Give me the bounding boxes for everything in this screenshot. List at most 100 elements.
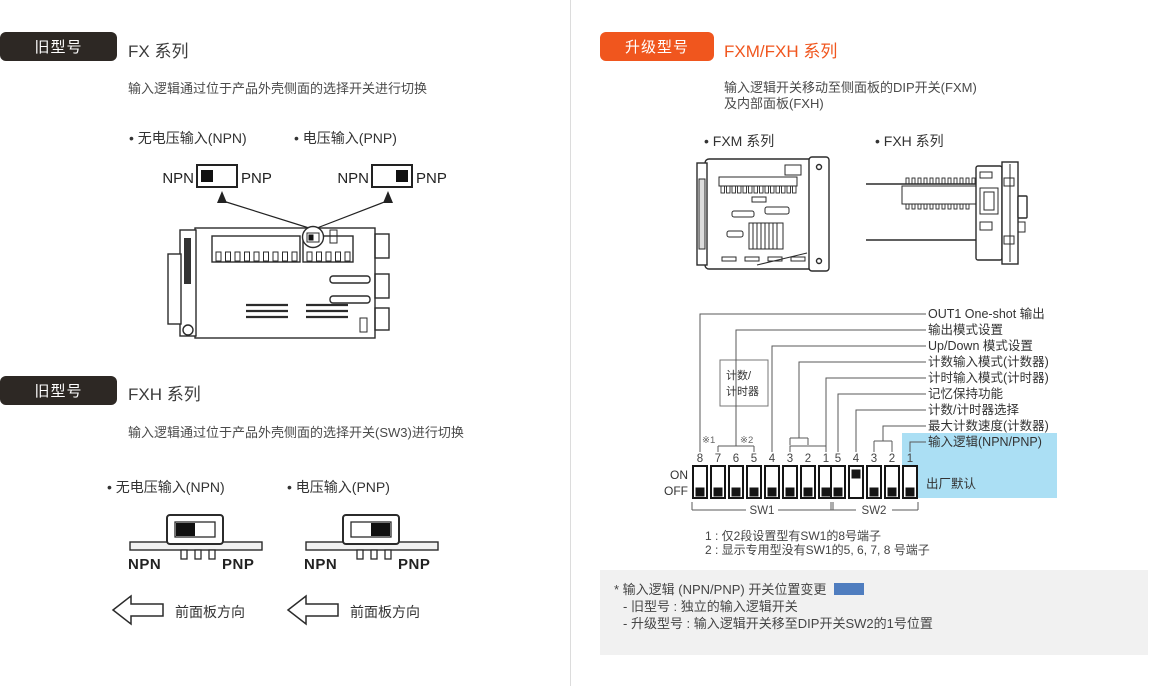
dip-switch-number: 1	[907, 453, 913, 465]
dip-switch-number: 1	[823, 453, 829, 465]
dip-switch: 2	[800, 453, 816, 499]
dip-switch-number: 3	[787, 453, 793, 465]
diagram-footnotes: 1 : 仅2段设置型有SW1的8号端子 2 : 显示专用型没有SW1的5, 6,…	[705, 529, 930, 557]
footnote: 2 : 显示专用型没有SW1的5, 6, 7, 8 号端子	[705, 543, 930, 557]
dip-label: Up/Down 模式设置	[928, 338, 1033, 353]
dip-switch-number: 3	[871, 453, 877, 465]
dip-switch-number: 5	[835, 453, 841, 465]
dip-switch-number: 6	[733, 453, 739, 465]
dip-switch: 3	[782, 453, 798, 499]
dip-label: 最大计数速度(计数器)	[928, 418, 1049, 433]
selector-knob-pnp	[396, 170, 408, 182]
badge-label: 升级型号	[624, 39, 689, 56]
npn-label: NPN	[337, 170, 369, 187]
dip-switch: 1	[818, 453, 834, 499]
fx-bullet-pnp: • 电压输入(PNP)	[294, 130, 397, 146]
column-divider	[570, 0, 571, 686]
change-note-box: * 输入逻辑 (NPN/PNP) 开关位置变更 - 旧型号 : 独立的输入逻辑开…	[600, 570, 1148, 655]
note-text: * 输入逻辑 (NPN/PNP) 开关位置变更	[614, 582, 827, 597]
input-logic-highlight	[902, 433, 1057, 498]
dip-switch-number: 4	[769, 453, 776, 465]
dip-switch: 6	[728, 453, 744, 499]
sw-group-braces	[691, 502, 919, 511]
footnote-ref-2: ※2	[740, 435, 753, 446]
dip-label: 计数/计时器选择	[928, 402, 1019, 417]
fxh-device-drawing	[866, 161, 1028, 265]
fx-bullet-npn: • 无电压输入(NPN)	[129, 130, 247, 146]
dip-switch: 8	[692, 453, 708, 499]
upgrade-model-badge: 升级型号	[600, 32, 714, 61]
footnote: 1 : 仅2段设置型有SW1的8号端子	[705, 529, 882, 543]
left-arrow-icon	[286, 594, 339, 626]
fxh-bullet-pnp: • 电压输入(PNP)	[287, 479, 390, 495]
fx-device-drawing	[167, 225, 390, 339]
dip-label: 输出模式设置	[928, 322, 1003, 337]
badge-label: 旧型号	[34, 383, 83, 400]
fxh-bullet-npn: • 无电压输入(NPN)	[107, 479, 225, 495]
bullet-fxm: • FXM 系列	[704, 133, 775, 149]
dip-switch: 1	[902, 453, 918, 499]
footnote-ref-1: ※1	[702, 435, 715, 446]
dip-switch-number: 7	[715, 453, 721, 465]
section-title-fxm-fxh: FXM/FXH 系列	[724, 42, 838, 61]
dip-label: 记忆保持功能	[928, 386, 1004, 401]
counter-timer-box	[719, 359, 769, 407]
npn-label: NPN	[128, 556, 162, 573]
fx-selector-switch-diagram: NPN PNP NPN PNP	[162, 164, 447, 339]
pnp-label: PNP	[398, 556, 431, 573]
dip-switch: 4	[848, 453, 864, 499]
front-panel-direction-label: 前面板方向	[350, 604, 420, 620]
off-label: OFF	[664, 484, 688, 498]
dip-function-diagram: 计数/ 计时器 ※1 ※2 OUT1 One-shot 输出 输出模式设置 Up…	[664, 306, 1057, 517]
dip-switch: 4	[764, 453, 780, 499]
badge-label: 旧型号	[34, 39, 83, 56]
front-panel-direction-label: 前面板方向	[175, 604, 245, 620]
front-panel-direction-arrows	[111, 594, 339, 626]
pnp-label: PNP	[241, 170, 272, 187]
dip-label: 计时输入模式(计时器)	[928, 370, 1049, 385]
counter-timer-box-label: 计数/	[726, 369, 752, 382]
dip-switch: 5	[746, 453, 762, 499]
sw2-label: SW2	[862, 505, 887, 517]
bullet-fxh: • FXH 系列	[875, 133, 944, 149]
description-line: 输入逻辑开关移动至侧面板的DIP开关(FXM)	[724, 80, 977, 95]
fx-description: 输入逻辑通过位于产品外壳侧面的选择开关进行切换	[128, 81, 428, 96]
note-line-3: - 升级型号 : 输入逻辑开关移至DIP开关SW2的1号位置	[623, 616, 933, 631]
dip-switch-number: 2	[805, 453, 811, 465]
note-line-2: - 旧型号 : 独立的输入逻辑开关	[623, 599, 798, 614]
counter-timer-box-label: 计时器	[726, 385, 759, 398]
npn-label: NPN	[162, 170, 194, 187]
leader-lines	[699, 313, 926, 452]
old-model-badge-fx: 旧型号	[0, 32, 117, 61]
description-line: 及内部面板(FXH)	[724, 96, 824, 111]
dip-switch: 2	[884, 453, 900, 499]
section-title-fxh: FXH 系列	[128, 385, 201, 404]
fxh-slide-switch-diagram	[129, 514, 439, 560]
on-label: ON	[670, 468, 688, 482]
dip-switch: 7	[710, 453, 726, 499]
dip-label: 计数输入模式(计数器)	[928, 354, 1049, 369]
dip-switch: 5	[830, 453, 846, 499]
selector-knob-npn	[201, 170, 213, 182]
dip-switch-number: 5	[751, 453, 757, 465]
pnp-label: PNP	[416, 170, 447, 187]
dip-switch-number: 4	[853, 453, 860, 465]
blue-color-swatch	[834, 583, 865, 595]
sw1-label: SW1	[750, 505, 775, 517]
left-arrow-icon	[111, 594, 164, 626]
npn-label: NPN	[304, 556, 338, 573]
pointer-arrows	[217, 191, 393, 229]
dip-label: 输入逻辑(NPN/PNP)	[928, 434, 1042, 449]
factory-default-label: 出厂默认	[926, 476, 977, 491]
pnp-label: PNP	[222, 556, 255, 573]
dip-label: OUT1 One-shot 输出	[928, 306, 1045, 321]
dip-switch-number: 2	[889, 453, 895, 465]
section-title-fx: FX 系列	[128, 42, 189, 61]
dip-switch-number: 8	[697, 453, 703, 465]
old-model-badge-fxh: 旧型号	[0, 376, 117, 405]
fxh-description: 输入逻辑通过位于产品外壳侧面的选择开关(SW3)进行切换	[128, 425, 464, 440]
dip-switch: 3	[866, 453, 882, 499]
note-line-1: * 输入逻辑 (NPN/PNP) 开关位置变更	[614, 581, 1136, 598]
